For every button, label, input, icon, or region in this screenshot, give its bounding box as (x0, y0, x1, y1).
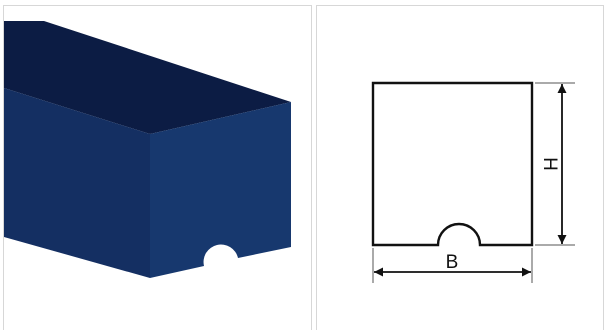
profile-3d-render-panel (3, 5, 312, 330)
cross-section-drawing-panel: B H (316, 5, 604, 330)
profile-3d-render (4, 21, 291, 278)
width-label: B (446, 252, 459, 273)
profile-side-face (150, 102, 291, 278)
height-label: H (539, 157, 560, 171)
cross-section-drawing: B H (371, 81, 575, 283)
profile-outline (371, 81, 534, 247)
profile-front-face (4, 88, 150, 278)
profile-top-face (4, 21, 291, 134)
